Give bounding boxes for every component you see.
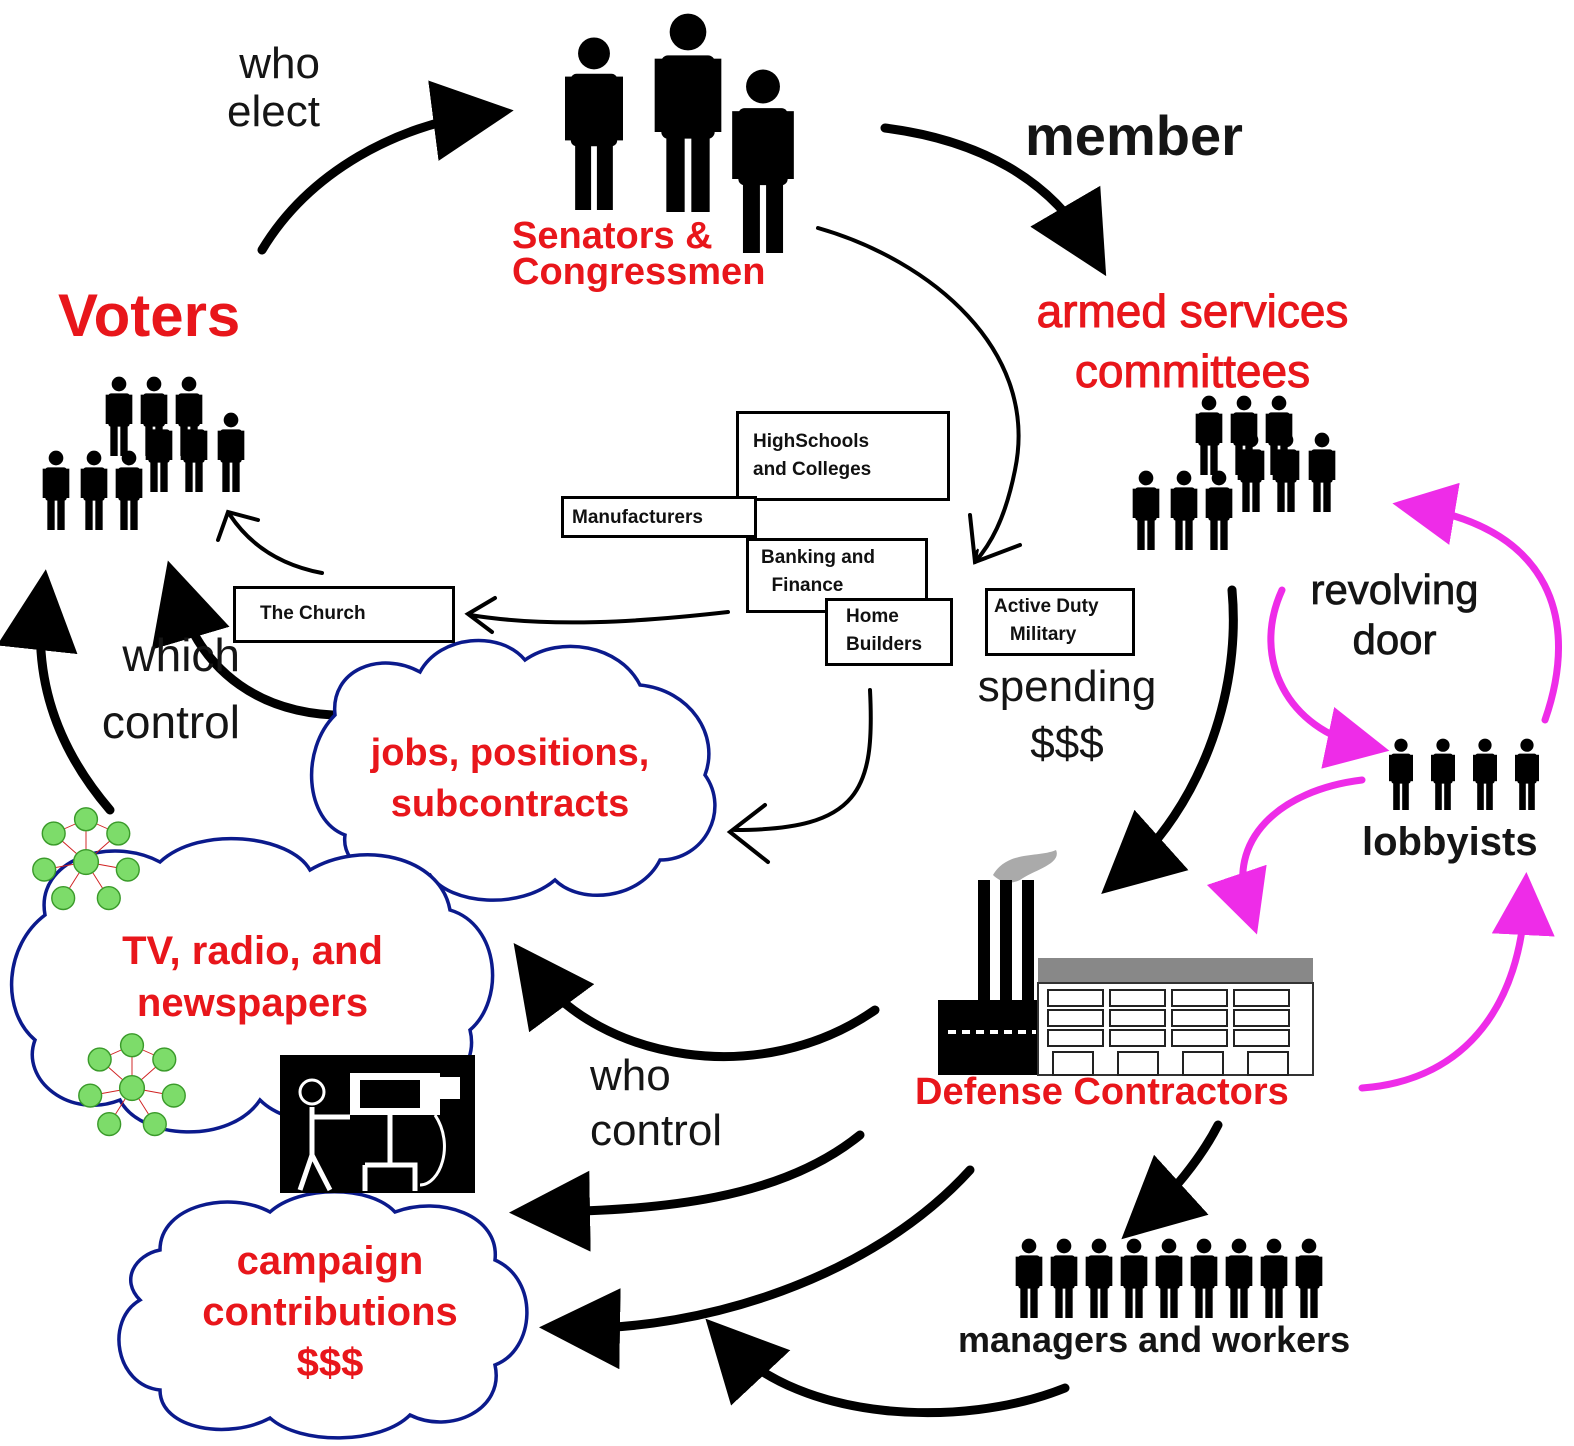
arrow-builders-to-jobs-head (726, 803, 770, 864)
arrow-orgs-to-church (468, 610, 730, 625)
label-spending: spending $$$ (977, 662, 1157, 769)
arrow-builders-to-jobs (733, 688, 873, 832)
label-media: TV, radio, and newspapers (122, 929, 383, 1025)
label-which-control: which control (101, 629, 240, 748)
arrow-contractors-to-managers (1121, 1120, 1223, 1240)
label-jobs: jobs, positions, subcontracts (370, 732, 650, 826)
arrow-senators-to-spending-head (968, 513, 1022, 565)
label-revolving-door: revolving door (1310, 566, 1479, 663)
box-active-duty: Active Duty Military (985, 588, 1135, 656)
voters-crowd-icon (42, 376, 245, 530)
label-senators: Senators & Congressmen (512, 215, 766, 294)
label-who-elect: who elect (227, 39, 320, 137)
arrow-lobbyists-to-committees (1392, 482, 1562, 724)
arrow-contractors-to-campaign-upper (509, 1130, 865, 1252)
arrow-committees-to-lobbyists (1267, 586, 1390, 769)
label-member: member (1025, 104, 1243, 167)
arrow-media-to-voters (0, 569, 115, 815)
camera-operator-icon (280, 1055, 475, 1193)
label-defense-contractors: Defense Contractors (915, 1071, 1289, 1113)
arrow-committees-to-contractors (1101, 585, 1238, 895)
arrow-orgs-to-church-head (464, 596, 497, 634)
arrow-voters-to-senators (257, 80, 514, 255)
label-voters: Voters (58, 282, 241, 349)
label-managers-workers: managers and workers (958, 1319, 1351, 1360)
box-highschools: HighSchools and Colleges (736, 411, 950, 501)
label-armed-services: armed services committees (1036, 285, 1349, 398)
arrow-senators-to-spending (816, 226, 1021, 562)
label-who-control: who control (590, 1051, 723, 1155)
factory-icon (938, 850, 1314, 1076)
arrow-contractors-to-lobbyists (1358, 872, 1555, 1092)
arrow-managers-to-campaign (705, 1318, 1070, 1418)
label-lobbyists: lobbyists (1362, 820, 1538, 864)
arrow-church-to-voters (228, 513, 324, 575)
label-campaign: campaign contributions $$$ (202, 1239, 458, 1386)
lobbyists-icon (1389, 738, 1539, 810)
box-manufacturers: Manufacturers (561, 496, 757, 538)
arrow-lobbyists-to-contractors (1206, 776, 1366, 935)
box-church: The Church (233, 586, 455, 643)
arrow-senators-to-committees (880, 123, 1107, 277)
arrow-jobs-to-voters (151, 560, 365, 720)
committees-crowd-icon (1132, 395, 1336, 550)
box-home-builders: Home Builders (825, 598, 953, 666)
arrow-contractors-to-campaign-lower (539, 1165, 975, 1370)
managers-workers-icon (1015, 1238, 1323, 1318)
arrow-contractors-to-media (513, 943, 880, 1061)
arrow-church-to-voters-head (216, 509, 260, 542)
